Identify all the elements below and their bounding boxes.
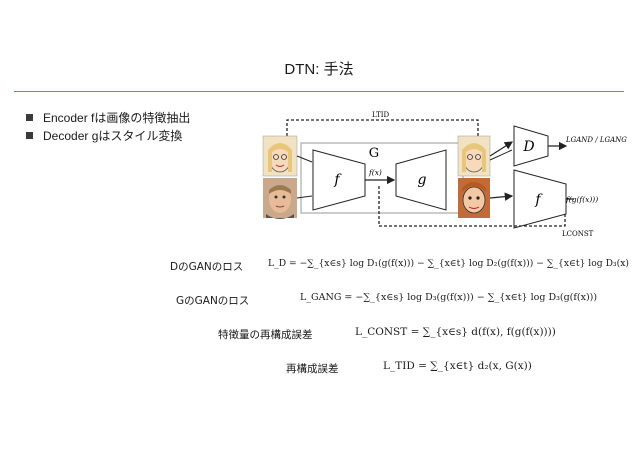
loss-d-label: DのGANのロス [170,259,243,274]
loss-tid-label: 再構成誤差 [286,361,339,376]
ltid-label: LTID [372,111,390,119]
lgan-label: LGAND / LGANG [565,136,627,144]
cartoon-face-output-image [458,136,490,176]
loss-g-formula: L_GANG = −∑_{x∈s} log D₃(g(f(x))) − ∑_{x… [300,292,597,303]
photo-face-input-image [263,178,297,219]
discriminator-d-label: D [522,139,534,155]
fgfx-label: f(g(f(x))) [565,195,598,204]
cartoon-face-input-image [263,136,297,176]
cartoon-face-converted-image [458,178,490,218]
loss-const-formula: L_CONST = ∑_{x∈s} d(f(x), f(g(f(x)))) [355,326,556,338]
loss-const-label: 特徴量の再構成誤差 [218,327,313,342]
loss-d-formula: L_D = −∑_{x∈s} log D₁(g(f(x))) − ∑_{x∈t}… [268,258,629,269]
fx-label: f(x) [368,168,382,177]
loss-tid-formula: L_TID = ∑_{x∈t} d₂(x, G(x)) [383,360,532,372]
lconst-label: LCONST [562,230,594,238]
g-block-label: G [369,146,379,161]
ltid-dashed-path [287,120,478,136]
decoder-g-label: g [418,172,427,188]
loss-g-label: GのGANのロス [176,293,249,308]
